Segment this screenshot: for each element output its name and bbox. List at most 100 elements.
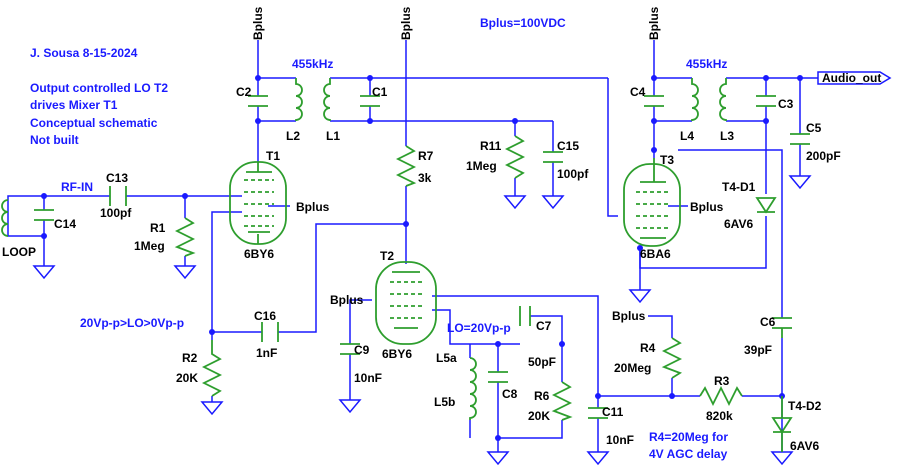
capacitor-c6 [772,317,792,338]
c5-label: C5 [806,121,822,135]
ground-icon [32,265,56,280]
resistor-r6 [551,381,573,421]
junction [182,193,188,199]
r6-value: 20K [528,409,550,423]
tube-t1-plate [246,162,272,244]
tube-t2-envelope [375,261,437,345]
c13-value: 100pf [100,206,132,220]
c14-label: C14 [54,217,76,231]
component-labels: LOOP C14 C13 100pf R1 1Meg R2 20K C16 1n… [2,85,841,453]
description-line-3: Conceptual schematic [30,116,158,130]
inductor-l4 [691,78,699,121]
r11-value: 1Meg [466,159,497,173]
agc-note-2: 4V AGC delay [649,447,728,461]
c16-label: C16 [254,309,276,323]
tube-t3-plate [640,158,666,183]
r2-label: R2 [182,351,198,365]
if-freq-label-2: 455kHz [686,57,727,71]
resistor-r1 [174,217,196,257]
r3-value: 820k [706,409,733,423]
c11-value: 10nF [606,433,634,447]
capacitor-c5 [790,133,810,145]
capacitor-c15 [543,151,563,163]
junction [797,75,803,81]
c8-label: C8 [502,387,518,401]
ground-icon [503,195,527,210]
l2-label: L2 [286,129,300,143]
resistor-r4 [661,337,683,379]
loop-label: LOOP [2,245,36,259]
capacitors [34,95,810,419]
notes: J. Sousa 8-15-2024 Output controlled LO … [30,16,728,461]
inductor-l3 [719,78,727,121]
c6-value: 39pF [744,343,772,357]
junction [559,341,565,347]
r1-value: 1Meg [134,239,165,253]
junction [651,118,657,124]
c7-label: C7 [536,319,552,333]
r11-label: R11 [480,139,502,153]
rail-labels: Bplus Bplus Bplus Bplus Bplus Bplus Bplu… [251,6,724,323]
r1-label: R1 [150,221,166,235]
t2-type: 6BY6 [382,347,412,361]
junction [669,393,675,399]
junction [41,233,47,239]
author-note: J. Sousa 8-15-2024 [30,46,138,60]
ground-icon [788,175,812,190]
c5-value: 200pF [806,149,841,163]
ground-icon [586,451,610,466]
ground-icon [338,399,362,414]
c9-value: 10nF [354,371,382,385]
c6-label: C6 [760,315,776,329]
ground-icon [770,451,794,466]
r2-value: 20K [176,371,198,385]
wires [7,40,818,452]
c4-label: C4 [630,85,646,99]
t1-label: T1 [266,149,280,163]
tube-t3 [623,158,681,247]
capacitor-c13 [109,186,127,206]
l3-label: L3 [720,129,734,143]
tube-t3-envelope [623,163,681,247]
junction [637,245,643,251]
tube-t1 [229,161,287,245]
l5b-label: L5b [434,395,455,409]
r3-label: R3 [714,374,730,388]
audio-out-label: Audio_out [822,71,881,85]
capacitor-c11 [588,407,608,419]
d2-label: T4-D2 [788,399,822,413]
r4-label: R4 [640,341,656,355]
d2-type: 6AV6 [790,439,819,453]
if-freq-label-1: 455kHz [292,57,333,71]
c15-value: 100pf [557,167,589,181]
c3-label: C3 [778,97,794,111]
ground-icon [541,195,565,210]
resistor-r11 [504,135,526,179]
c1-label: C1 [372,85,388,99]
tube-t2 [375,261,437,345]
t1-type: 6BY6 [244,247,274,261]
junction [367,118,373,124]
c9-label: C9 [354,343,370,357]
resistor-r7 [395,145,417,187]
audio-out-port [817,71,892,85]
ground-icon [173,265,197,280]
l4-label: L4 [680,129,694,143]
bplus-label: Bplus [251,6,265,40]
resistors [174,135,743,421]
rf-in-label: RF-IN [61,180,93,194]
bplus-label: Bplus [647,6,661,40]
junction [651,147,657,153]
capacitor-c1 [360,95,380,107]
inductors [1,78,727,420]
resistor-r2 [201,340,223,397]
junction [403,221,409,227]
tube-t3-grids [636,191,668,229]
lo-amplitude-note: LO=20Vp-p [447,321,511,335]
bplus-label: Bplus [330,293,364,307]
bplus-label: Bplus [612,309,646,323]
diode-t4-d2 [771,396,793,452]
l5a-label: L5a [436,351,457,365]
r7-value: 3k [418,171,432,185]
